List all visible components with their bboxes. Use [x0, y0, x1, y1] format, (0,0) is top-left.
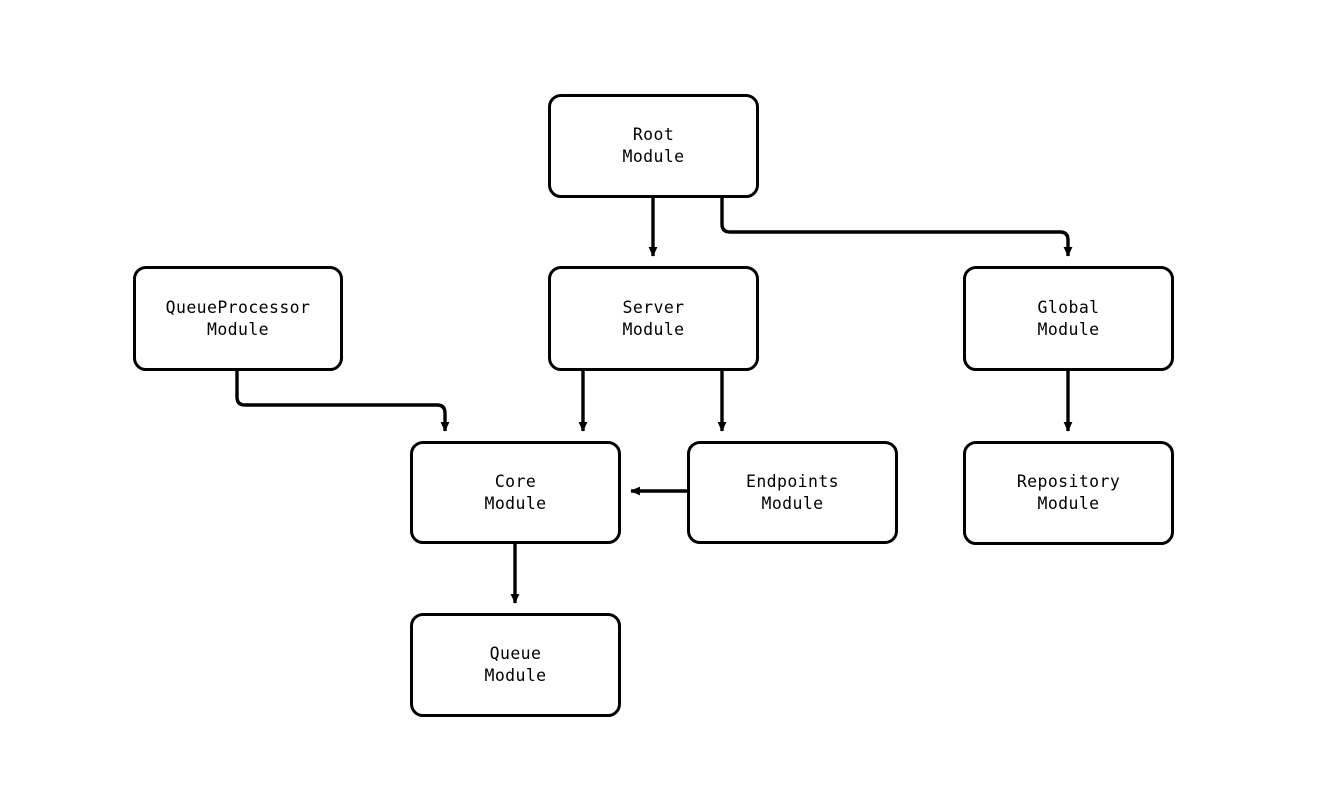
- node-repository-module[interactable]: Repository Module: [963, 441, 1174, 545]
- node-core-module-line2: Module: [484, 493, 547, 513]
- node-endpoints-module-line1: Endpoints: [745, 471, 839, 491]
- node-root-module-line2: Module: [622, 147, 685, 166]
- node-global-module-line2: Module: [1037, 319, 1100, 339]
- node-endpoints-module[interactable]: Endpoints Module: [687, 441, 898, 544]
- node-queueprocessor-module-line1: QueueProcessor: [165, 297, 311, 317]
- node-queueprocessor-module[interactable]: QueueProcessor Module: [133, 266, 343, 371]
- node-queue-module[interactable]: Queue Module: [410, 613, 621, 717]
- node-root-module[interactable]: Root Module: [548, 94, 759, 198]
- edge-root-to-global: [720, 198, 1073, 257]
- node-root-module-line1: Root: [632, 125, 675, 144]
- node-queue-module-line1: Queue: [489, 644, 542, 663]
- edge-queueprocessor-to-core: [235, 371, 450, 432]
- node-global-module-line1: Global: [1037, 297, 1100, 317]
- node-core-module[interactable]: Core Module: [410, 441, 621, 544]
- node-core-module-line1: Core: [494, 471, 537, 491]
- node-global-module[interactable]: Global Module: [963, 266, 1174, 371]
- node-queue-module-line2: Module: [484, 666, 547, 685]
- node-server-module-line2: Module: [622, 319, 685, 339]
- node-repository-module-line2: Module: [1037, 494, 1100, 513]
- node-queueprocessor-module-line2: Module: [206, 319, 269, 339]
- node-server-module[interactable]: Server Module: [548, 266, 759, 371]
- node-server-module-line1: Server: [622, 297, 685, 317]
- node-repository-module-line1: Repository: [1016, 472, 1121, 491]
- node-endpoints-module-line2: Module: [761, 493, 824, 513]
